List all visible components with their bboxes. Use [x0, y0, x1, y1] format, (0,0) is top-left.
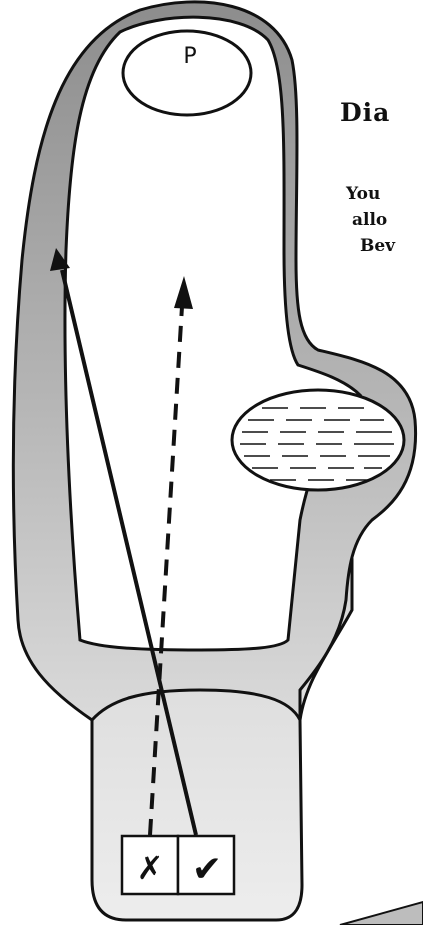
- water-hazard: [232, 390, 404, 490]
- corner-sliver: [340, 902, 423, 925]
- body-text-line-3: Bev: [360, 236, 395, 256]
- pin-label: P: [183, 44, 196, 69]
- page-title: Dia: [340, 98, 390, 127]
- body-text-line-2: allo: [352, 210, 387, 230]
- body-text-line-1: You: [346, 184, 380, 204]
- right-mark-icon: ✔: [192, 849, 222, 890]
- wrong-mark-icon: ✗: [137, 849, 164, 887]
